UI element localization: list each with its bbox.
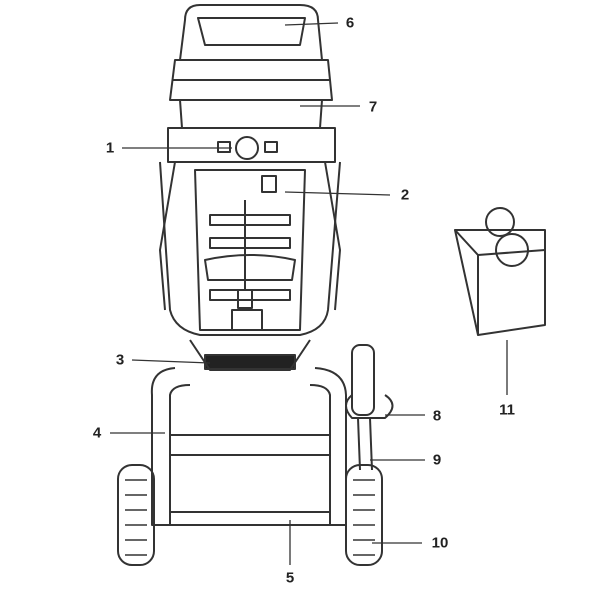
control-panel [167,127,336,163]
callout-8: 8 [432,407,442,425]
leader-lines [110,22,508,565]
callout-11: 11 [499,401,515,419]
callout-6: 6 [345,14,355,32]
callout-2: 2 [400,186,410,204]
callout-4: 4 [92,424,102,442]
callout-1: 1 [105,139,115,157]
callout-9: 9 [432,451,442,469]
hopper [169,4,333,129]
collection-bag [454,207,546,336]
callout-5: 5 [285,569,295,587]
callout-7: 7 [368,98,378,116]
callout-10: 10 [431,534,449,552]
frame [150,367,347,526]
on-off-switch [261,175,277,193]
callout-3: 3 [115,351,125,369]
wheels [117,464,383,566]
bag-holder [345,344,394,471]
shredder-body [159,161,341,371]
